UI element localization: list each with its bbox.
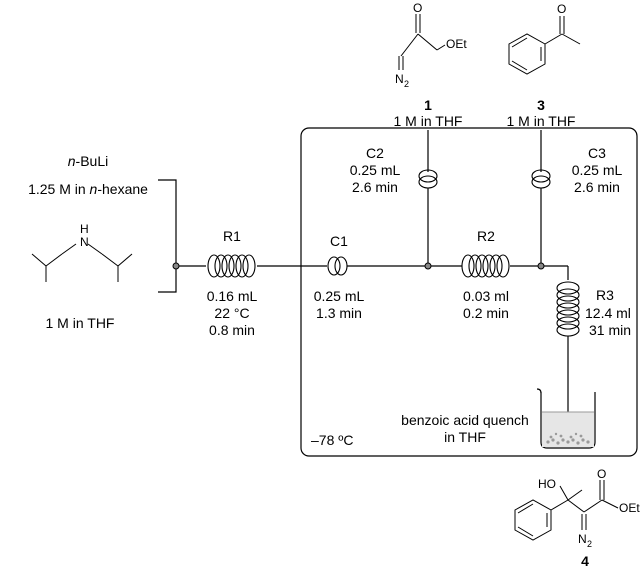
coil-c1-label: C1 <box>330 233 348 249</box>
quench-label-line2: in THF <box>444 429 486 445</box>
reactor-r2-volume: 0.03 ml <box>463 288 509 304</box>
c1-ethoxy: OEt <box>446 37 467 51</box>
coil-c1-volume: 0.25 mL <box>314 288 365 304</box>
reactor-r1-time: 0.8 min <box>209 322 255 338</box>
reagent-bracket <box>158 179 177 293</box>
compound-3-structure: O <box>508 2 581 75</box>
base-reagent-concentration: 1.25 M in n-hexane <box>28 181 148 197</box>
c3-oxygen: O <box>557 2 566 16</box>
coil-c3-time: 2.6 min <box>574 179 620 195</box>
mixer-t1 <box>172 262 180 270</box>
coil-c1 <box>327 256 348 276</box>
coil-c3 <box>531 169 551 189</box>
c1-nitrogen-sub: 2 <box>404 79 409 89</box>
reactor-r1-temperature: 22 °C <box>214 305 249 321</box>
coil-c2-label: C2 <box>366 145 384 161</box>
c4-hydroxyl: HO <box>538 477 556 491</box>
cold-bath-box <box>300 127 638 457</box>
reactor-r3-volume: 12.4 ml <box>585 305 631 321</box>
compound-3-concentration: 1 M in THF <box>507 113 576 129</box>
c1-nitrogen: N <box>395 72 404 86</box>
mixer-t2 <box>424 262 432 270</box>
mixer-t3 <box>537 262 545 270</box>
compound-4-structure: HO O OEt N 2 <box>514 467 640 549</box>
amine-nitrogen: N <box>80 235 89 249</box>
compound-1-concentration: 1 M in THF <box>394 113 463 129</box>
coil-c2-volume: 0.25 mL <box>350 162 401 178</box>
reactor-r2-label: R2 <box>477 228 495 244</box>
quench-beaker <box>536 388 596 449</box>
compound-4-number: 4 <box>581 553 589 569</box>
reactor-r1-volume: 0.16 mL <box>207 288 258 304</box>
reactor-r3-coil <box>556 281 580 337</box>
reactor-r3-time: 31 min <box>589 322 631 338</box>
amine-concentration: 1 M in THF <box>46 315 115 331</box>
quench-label-line1: benzoic acid quench <box>401 412 529 428</box>
coil-c2-time: 2.6 min <box>352 179 398 195</box>
diisopropylamine-structure: N H <box>31 222 133 282</box>
compound-1-structure: O OEt N 2 <box>395 1 467 89</box>
amine-hydrogen: H <box>80 222 89 236</box>
compound-1-number: 1 <box>424 97 432 113</box>
compound-3-number: 3 <box>537 97 545 113</box>
coil-c3-label: C3 <box>588 145 606 161</box>
coil-c3-volume: 0.25 mL <box>572 162 623 178</box>
reactor-r1-label: R1 <box>223 228 241 244</box>
reactor-r2-time: 0.2 min <box>463 305 509 321</box>
c4-ethoxy: OEt <box>619 501 640 515</box>
c1-oxygen: O <box>413 1 422 15</box>
bath-temperature: –78 ºC <box>311 432 353 448</box>
c4-nitrogen-sub: 2 <box>587 539 592 549</box>
c4-nitrogen: N <box>578 532 587 546</box>
coil-c1-time: 1.3 min <box>316 305 362 321</box>
coil-c2 <box>418 169 438 189</box>
base-reagent-name: n-BuLi <box>68 153 108 169</box>
reactor-r2-coil <box>461 254 510 278</box>
reactor-r1-coil <box>207 254 256 278</box>
c4-oxygen: O <box>597 467 606 481</box>
reactor-r3-label: R3 <box>596 287 614 303</box>
